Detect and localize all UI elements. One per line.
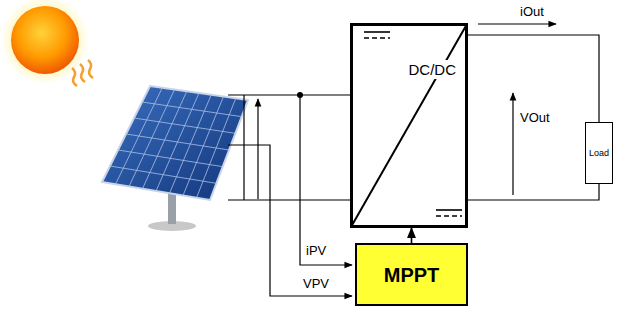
panel-cell-grid — [110, 88, 242, 198]
sun — [11, 6, 79, 74]
converter-fill — [350, 23, 468, 228]
voltage-label: VOut — [519, 110, 551, 125]
wire — [468, 184, 599, 200]
solar-panel — [102, 86, 248, 200]
converter-diagonal — [351, 24, 467, 227]
voltage-label: VPV — [302, 276, 330, 291]
junction-dot — [297, 92, 303, 98]
dc-symbol — [436, 210, 462, 216]
dc-symbol — [364, 32, 390, 38]
mppt-box: MPPT — [355, 243, 468, 306]
input-wires — [228, 95, 352, 296]
output-arrows — [478, 24, 556, 195]
current-label: iOut — [519, 4, 545, 19]
load-box: Load — [585, 122, 613, 184]
heat-waves — [72, 60, 93, 86]
node-label: MPPT — [384, 264, 440, 286]
converter-box: DC/DC — [350, 23, 468, 228]
node-label: DC/DC — [406, 60, 460, 79]
current-label: iPV — [305, 243, 327, 258]
wire — [468, 35, 599, 122]
node-label: Load — [589, 148, 609, 159]
control-arrow — [411, 228, 413, 243]
